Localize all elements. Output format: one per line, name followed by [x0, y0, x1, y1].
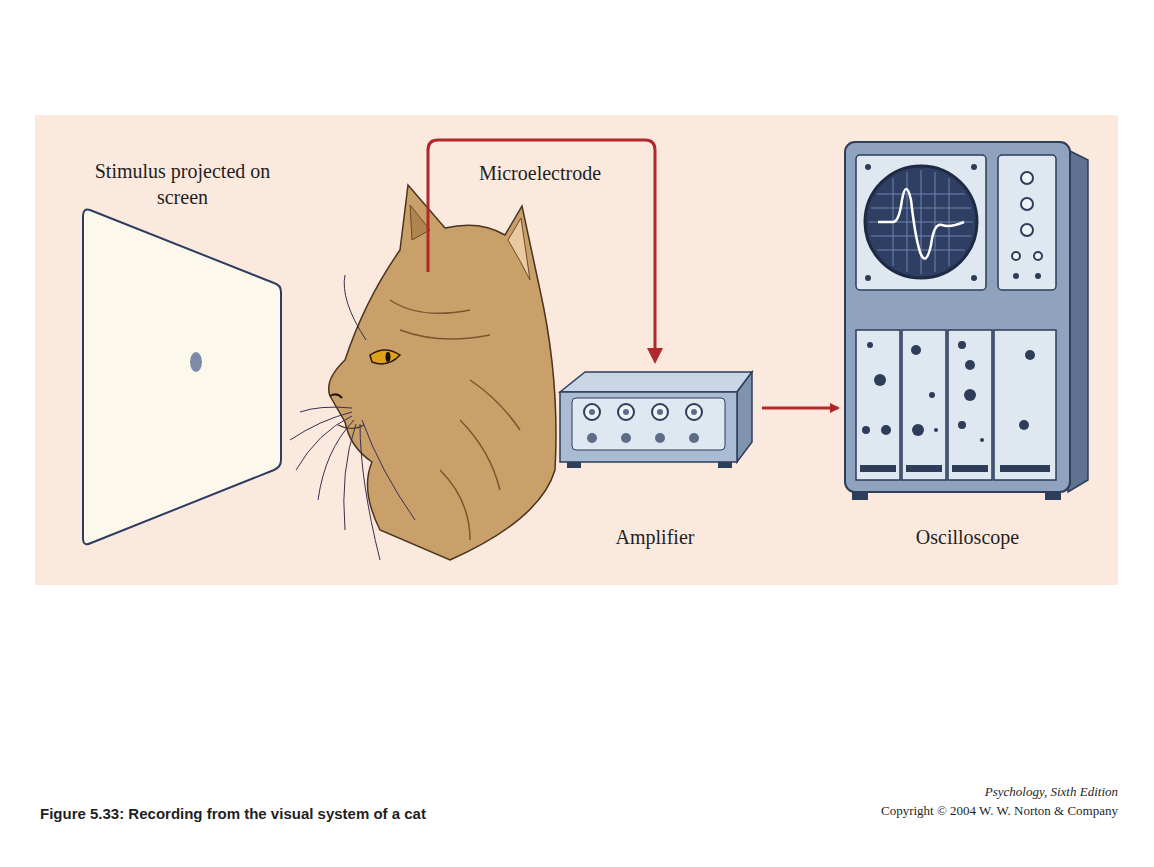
cat-head [290, 185, 556, 560]
background-panel [35, 115, 1118, 585]
amplifier-node: Amplifier [550, 362, 760, 552]
screen-node: Stimulus projected on screen [80, 158, 285, 550]
copyright-note: Copyright © 2004 W. W. Norton & Company [778, 801, 1118, 820]
electrode-label: Microelectrode [440, 160, 640, 186]
stimulus-dot [190, 352, 202, 372]
device-label: Stimulus projected on screen [75, 158, 290, 210]
source-note: Psychology, Sixth Edition [778, 782, 1118, 801]
microelectrode-wire [428, 140, 655, 352]
device-label: Oscilloscope [840, 524, 1095, 550]
oscilloscope-node: Oscilloscope [840, 135, 1095, 552]
oscilloscope-device [845, 142, 1088, 500]
signal-arrow [762, 407, 838, 410]
figure-caption: Figure 5.33: Recording from the visual s… [40, 804, 680, 824]
amplifier-device [560, 372, 752, 468]
device-label: Amplifier [550, 524, 760, 550]
projection-screen [83, 210, 281, 545]
arrowhead [647, 348, 663, 364]
